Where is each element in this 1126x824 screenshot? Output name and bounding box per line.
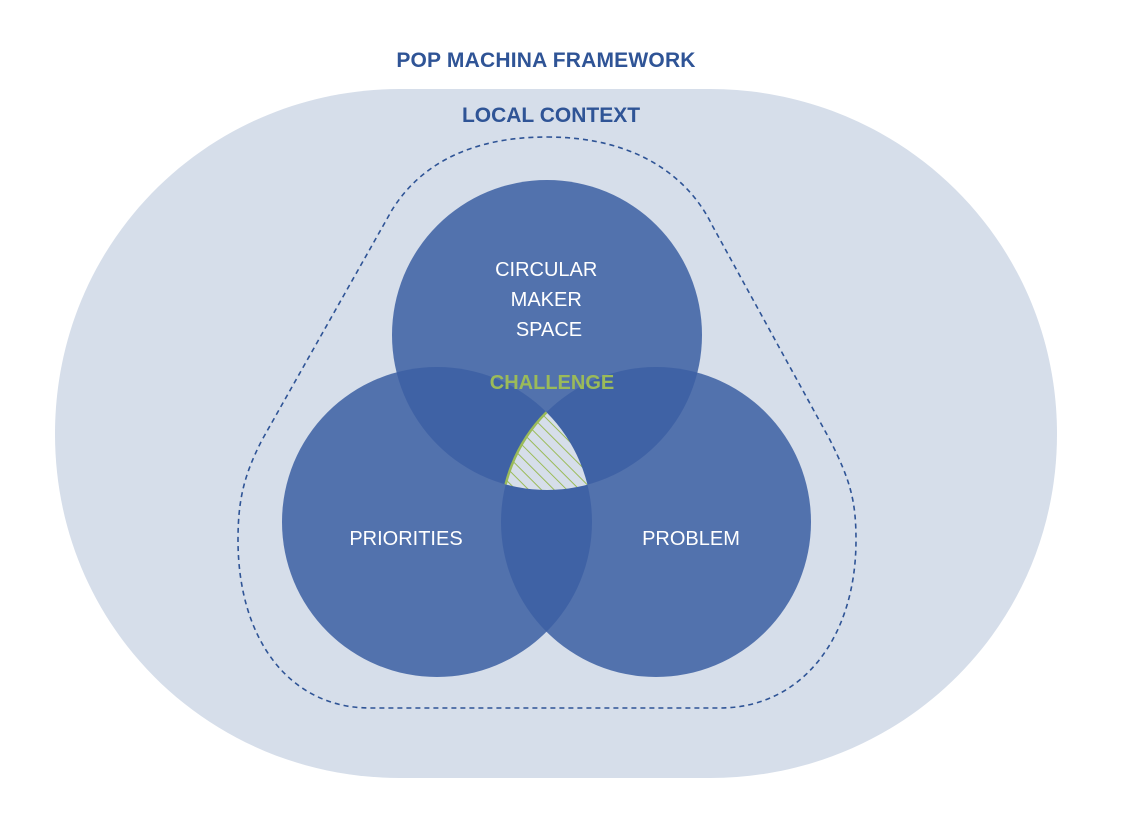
- local-context-label: LOCAL CONTEXT: [462, 104, 640, 127]
- circle-problem: [501, 367, 811, 677]
- circle-label-problem: PROBLEM: [642, 528, 740, 550]
- label-line: SPACE: [516, 319, 582, 341]
- circle-priorities: [282, 367, 592, 677]
- challenge-label: CHALLENGE: [490, 372, 614, 394]
- label-line: CIRCULAR: [495, 259, 597, 281]
- circle-label-top: CIRCULAR MAKER SPACE: [495, 259, 603, 341]
- framework-title: POP MACHINA FRAMEWORK: [396, 49, 695, 72]
- circle-label-priorities: PRIORITIES: [349, 528, 462, 550]
- label-line: MAKER: [511, 289, 582, 311]
